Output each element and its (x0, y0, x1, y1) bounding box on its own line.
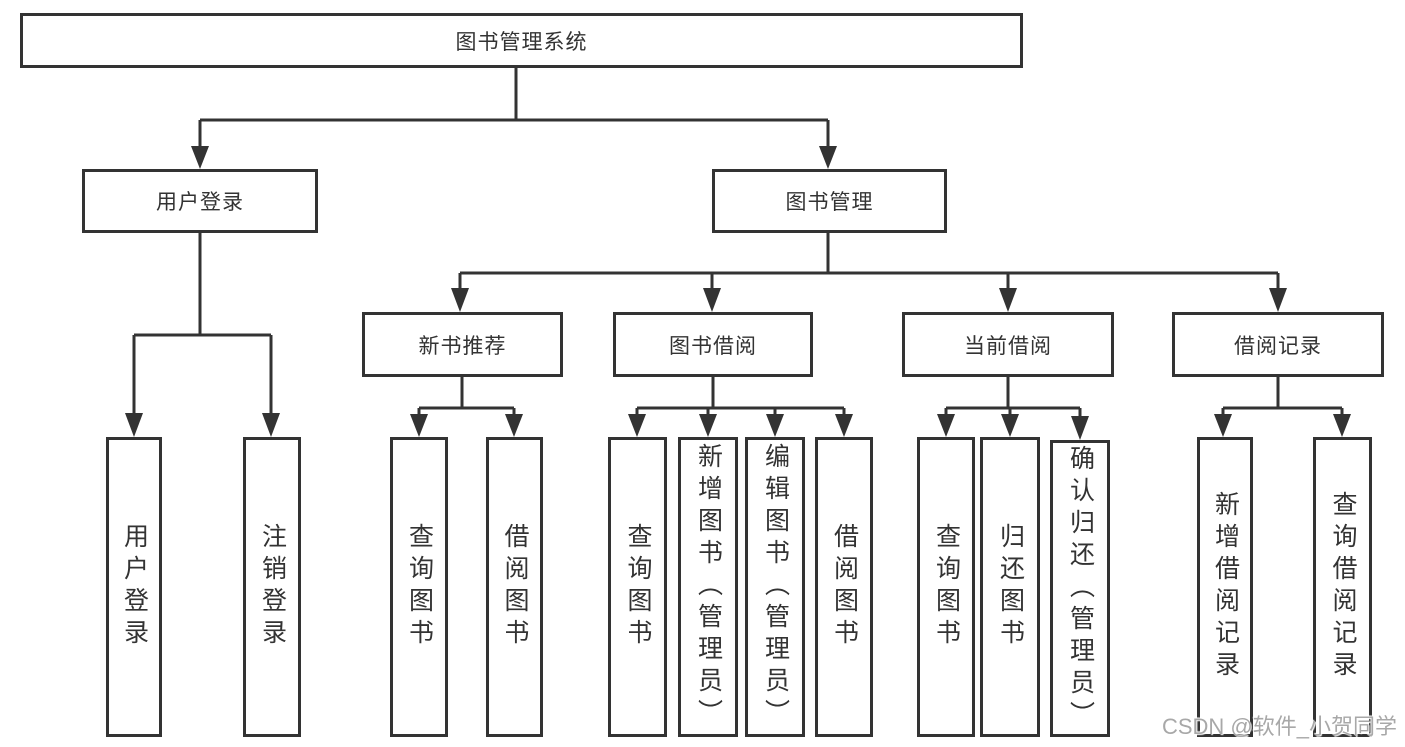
node-leaf-add-book-admin: 新增图书（管理员） (678, 437, 738, 737)
arrowhead-icon (191, 146, 837, 169)
arrowhead-icon (451, 288, 1287, 312)
node-leaf-query-borrow-record: 查询借阅记录 (1313, 437, 1372, 737)
node-label: 注销登录 (258, 523, 287, 651)
node-leaf-return-book: 归还图书 (980, 437, 1040, 737)
node-label: 图书管理系统 (455, 30, 588, 54)
connector-book-mgmt-branch (451, 233, 1287, 312)
node-root-system: 图书管理系统 (20, 13, 1023, 68)
connector-line (417, 377, 516, 420)
node-label: 归还图书 (996, 523, 1025, 651)
node-new-book-recommend: 新书推荐 (362, 312, 563, 377)
arrowhead-icon (410, 414, 523, 437)
node-label: 确认归还（管理员） (1066, 444, 1095, 733)
node-label: 图书管理 (785, 191, 874, 214)
node-label: 用户登录 (120, 523, 149, 651)
node-book-management: 图书管理 (712, 169, 947, 233)
node-leaf-borrow-book-1: 借阅图书 (486, 437, 543, 737)
node-borrow-record: 借阅记录 (1172, 312, 1384, 377)
node-leaf-confirm-return-admin: 确认归还（管理员） (1050, 440, 1110, 737)
node-label: 查询图书 (932, 523, 961, 651)
node-leaf-query-book-2: 查询图书 (608, 437, 667, 737)
node-label: 图书借阅 (669, 334, 757, 358)
connector-borrow-record-branch (1214, 377, 1351, 437)
connector-current-borrow-branch (937, 377, 1089, 440)
node-leaf-add-borrow-record: 新增借阅记录 (1197, 437, 1253, 737)
connector-new-book-branch (410, 377, 523, 437)
node-leaf-borrow-book-2: 借阅图书 (815, 437, 873, 737)
node-label: 借阅记录 (1234, 334, 1322, 358)
connector-line (132, 233, 273, 420)
node-label: 查询借阅记录 (1329, 491, 1357, 683)
node-label: 编辑图书（管理员） (761, 443, 790, 731)
connector-line (1221, 377, 1344, 420)
node-label: 借阅图书 (501, 523, 529, 651)
node-leaf-edit-book-admin: 编辑图书（管理员） (745, 437, 805, 737)
node-leaf-logout: 注销登录 (243, 437, 301, 737)
arrowhead-icon (628, 414, 853, 437)
node-label: 借阅图书 (830, 523, 859, 651)
node-label: 查询图书 (405, 523, 434, 651)
node-current-borrow: 当前借阅 (902, 312, 1114, 377)
node-leaf-query-book-3: 查询图书 (917, 437, 975, 737)
connector-book-borrow-branch (628, 377, 853, 437)
connector-line (458, 233, 1280, 295)
arrowhead-icon (125, 413, 280, 437)
node-leaf-user-login: 用户登录 (106, 437, 162, 737)
node-label: 查询图书 (624, 523, 652, 651)
node-label: 新书推荐 (418, 334, 507, 358)
node-user-login: 用户登录 (82, 169, 318, 233)
node-label: 当前借阅 (964, 334, 1052, 358)
connector-root-branch (191, 68, 837, 169)
node-label: 新增借阅记录 (1211, 491, 1240, 683)
node-leaf-query-book-1: 查询图书 (390, 437, 448, 737)
connector-user-login-branch (125, 233, 280, 437)
node-label: 用户登录 (156, 191, 244, 214)
arrowhead-icon (1214, 414, 1351, 437)
node-label: 新增图书（管理员） (694, 443, 723, 731)
connector-line (944, 377, 1082, 422)
connector-line (635, 377, 846, 420)
connector-line (198, 68, 830, 150)
watermark: CSDN @软件_小贺同学 (1161, 714, 1397, 739)
node-book-borrow: 图书借阅 (613, 312, 813, 377)
